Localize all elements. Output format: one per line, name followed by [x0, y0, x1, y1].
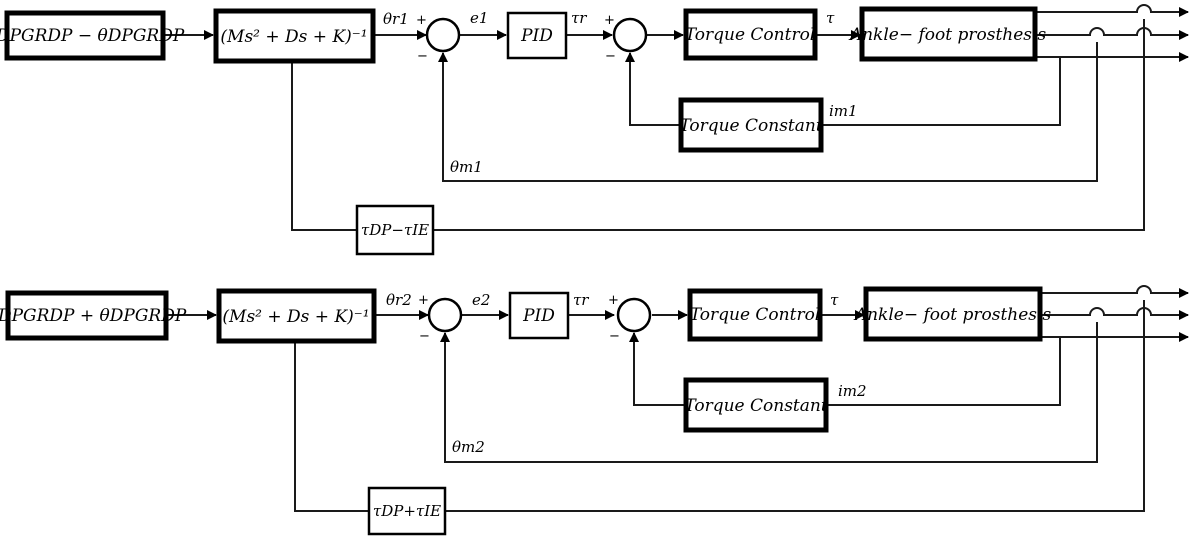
- pid-label-2: PID: [522, 306, 555, 326]
- torque-ref-label-1: τr: [571, 9, 587, 27]
- plus-sign-2a: +: [418, 293, 429, 308]
- torque-constant-block-2: [683, 377, 829, 433]
- disturbance-wire-left-1: [291, 61, 357, 231]
- pid-block-2: [508, 291, 570, 340]
- plant-block-1: [213, 8, 376, 64]
- feedback-to-sum2-wire-2: [629, 332, 686, 406]
- input-block-2: [5, 290, 169, 341]
- plus-sign-1b: +: [604, 13, 615, 28]
- disturbance-block-2: [367, 486, 447, 536]
- pid-block-1: [506, 11, 568, 60]
- torque-constant-label-2: Torque Constant: [684, 396, 828, 416]
- torque-ref-label-2: τr: [573, 291, 589, 309]
- output-line-top-1: [1035, 4, 1189, 17]
- prosthesis-label-1: Ankle− foot prosthesis: [848, 25, 1047, 45]
- disturbance-wire-left-2: [294, 341, 369, 512]
- summing-junction-1b: [612, 17, 648, 53]
- plant-block-2: [216, 288, 377, 344]
- torque-control-label-2: Torque Control: [690, 305, 821, 325]
- feedback-current-wire-2: [826, 337, 1061, 406]
- current-signal-label-1: im1: [829, 102, 858, 120]
- disturbance-label-1: τDP−τIE: [361, 221, 429, 239]
- plus-sign-2b: +: [608, 293, 619, 308]
- ref-signal-label-2: θr2: [386, 291, 412, 309]
- error-signal-label-1: e1: [470, 9, 488, 27]
- loop-2: θDPGRDP + θDPGRDP (Ms² + Ds + K)⁻¹ PID T…: [0, 285, 1189, 536]
- output-line-top-2: [1040, 285, 1189, 298]
- plus-sign-1a: +: [416, 13, 427, 28]
- prosthesis-label-2: Ankle− foot prosthesis: [853, 305, 1052, 325]
- pid-label-1: PID: [520, 26, 553, 46]
- torque-control-label-1: Torque Control: [685, 25, 816, 45]
- motor-angle-label-2: θm2: [452, 438, 485, 456]
- summing-junction-2b: [616, 297, 652, 333]
- input-block-label-2: θDPGRDP + θDPGRDP: [0, 306, 187, 326]
- plant-block-label-1: (Ms² + Ds + K)⁻¹: [220, 27, 367, 47]
- error-signal-label-2: e2: [472, 291, 490, 309]
- motor-angle-label-1: θm1: [450, 158, 483, 176]
- torque-signal-label-2: τ: [830, 291, 839, 309]
- torque-constant-label-1: Torque Constant: [679, 116, 823, 136]
- feedback-motor-angle-wire-1: [438, 42, 1098, 182]
- ref-signal-label-1: θr1: [383, 10, 409, 28]
- torque-control-block-1: [683, 8, 818, 61]
- minus-sign-1a: −: [417, 49, 428, 64]
- prosthesis-block-1: [859, 6, 1038, 62]
- prosthesis-block-2: [863, 286, 1043, 342]
- feedback-to-sum2-wire-1: [625, 52, 681, 126]
- torque-control-block-2: [687, 288, 823, 342]
- minus-sign-2b: −: [609, 329, 620, 344]
- feedback-current-wire-1: [821, 57, 1061, 126]
- input-block-1: [4, 10, 166, 61]
- feedback-motor-angle-wire-2: [440, 322, 1098, 463]
- torque-constant-block-1: [678, 97, 824, 153]
- loop-1: θDPGRDP − θDPGRDP (Ms² + Ds + K)⁻¹ PID T…: [0, 4, 1189, 256]
- minus-sign-1b: −: [605, 49, 616, 64]
- current-signal-label-2: im2: [838, 382, 867, 400]
- disturbance-label-2: τDP+τIE: [373, 502, 441, 520]
- disturbance-block-1: [355, 204, 435, 256]
- plant-block-label-2: (Ms² + Ds + K)⁻¹: [222, 307, 369, 327]
- summing-junction-2a: [427, 297, 463, 333]
- disturbance-wire-right-2: [445, 300, 1145, 512]
- output-line-mid-1: [1035, 27, 1189, 40]
- torque-signal-label-1: τ: [826, 9, 835, 27]
- minus-sign-2a: −: [419, 329, 430, 344]
- summing-junction-1a: [425, 17, 461, 53]
- disturbance-wire-right-1: [433, 19, 1145, 231]
- input-block-label-1: θDPGRDP − θDPGRDP: [0, 26, 185, 46]
- output-line-mid-2: [1040, 307, 1189, 320]
